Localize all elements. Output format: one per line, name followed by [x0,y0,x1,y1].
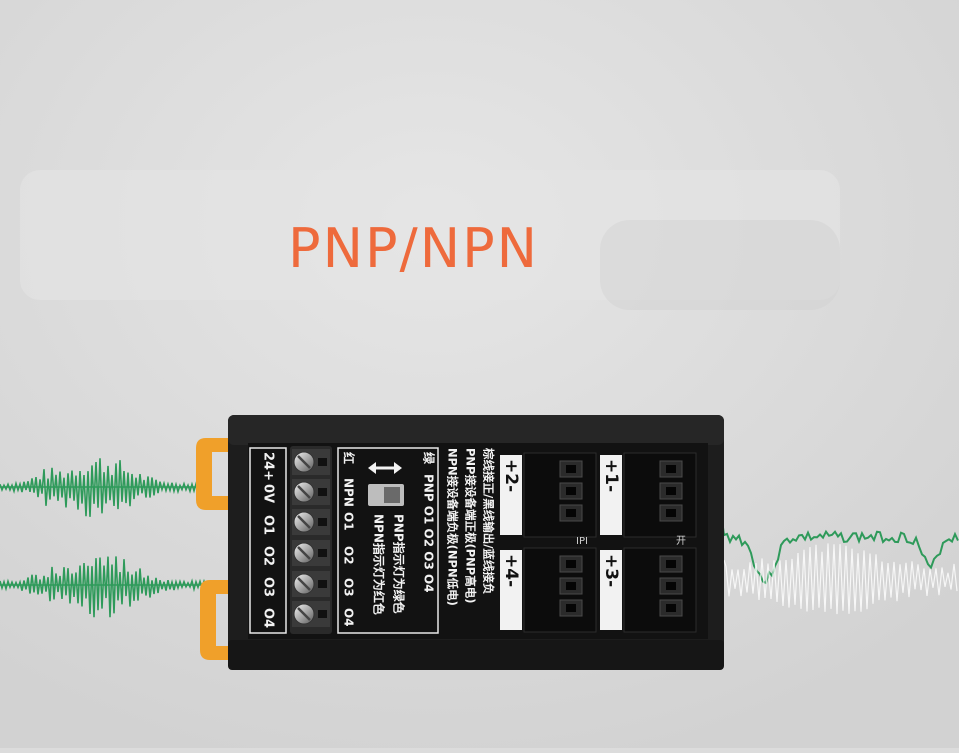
switch-side-label-5: O3 [342,578,356,597]
screw-terminal-2[interactable] [292,479,330,505]
channel-label-3: +4- [501,554,521,587]
background-blur-shape [600,220,840,310]
channel-label-4: +3- [601,554,621,587]
instruction-line-2: PNP接设备端正极(PNP高电) [464,448,478,603]
instruction-line-1: 棕线接正/黑线输出/蓝线接负 [482,447,496,594]
instruction-line-3: NPN接设备端负极(NPN低电) [446,448,460,606]
channel-mark-ipi: IPI [576,536,588,547]
waveform-line [0,458,201,517]
vertical-label-texts: 绿 PNP O1 O2 O3 O4 PNP指示灯为绿色 NPN指示灯为红色 棕线接正/黑… [372,447,496,615]
channel-connector-1[interactable]: +2- [500,452,597,538]
green-mark-label: 绿 [422,452,437,465]
channel-connector-3[interactable]: +4- [500,547,597,633]
channel-label-1: +2- [501,459,521,492]
screw-terminal-5[interactable] [292,571,330,597]
din-clip-top [196,438,228,510]
screw-terminal-6[interactable] [292,601,330,627]
channel-connector-4[interactable]: +3- [600,547,697,633]
channel-connectors: +2- +1- +4- +3- IPI 开 [500,452,697,633]
double-arrow-icon [368,462,402,474]
screw-terminal-3[interactable] [292,509,330,535]
terminal-label-0v: 0V [261,484,276,503]
pnp-output-row: PNP O1 O2 O3 O4 [422,474,436,593]
switch-side-label-4: O2 [342,546,356,565]
terminal-label-o3: O3 [261,577,276,597]
pnp-indicator-note: PNP指示灯为绿色 [392,514,407,614]
terminal-label-o2: O2 [261,546,276,566]
screw-terminal-1[interactable] [292,449,330,475]
switch-side-label-1: 红 [342,452,357,464]
screw-terminals [292,449,330,627]
headline: PNP/NPN [288,217,540,280]
terminal-label-o4: O4 [261,608,276,628]
din-clip-bottom [200,580,232,660]
waveforms [0,458,959,618]
terminal-label-frame [249,447,287,634]
switch-side-label-3: O1 [342,512,356,531]
terminal-label-24: 24+ [261,452,276,481]
background-blur-band [20,170,840,300]
switch-side-label-2: NPN [342,478,356,507]
channel-connector-2[interactable]: +1- [600,452,697,538]
npn-indicator-note: NPN指示灯为红色 [372,514,387,615]
channel-label-2: +1- [601,459,621,492]
channel-mark-open: 开 [676,536,686,547]
switch-side-label-6: O4 [342,608,356,627]
terminal-label-o1: O1 [261,515,276,535]
switch-panel-frame [337,447,439,634]
mode-slide-switch[interactable] [368,484,404,506]
output-waveform-shadow [723,543,958,615]
screw-terminal-4[interactable] [292,540,330,566]
waveform-line [0,556,207,618]
